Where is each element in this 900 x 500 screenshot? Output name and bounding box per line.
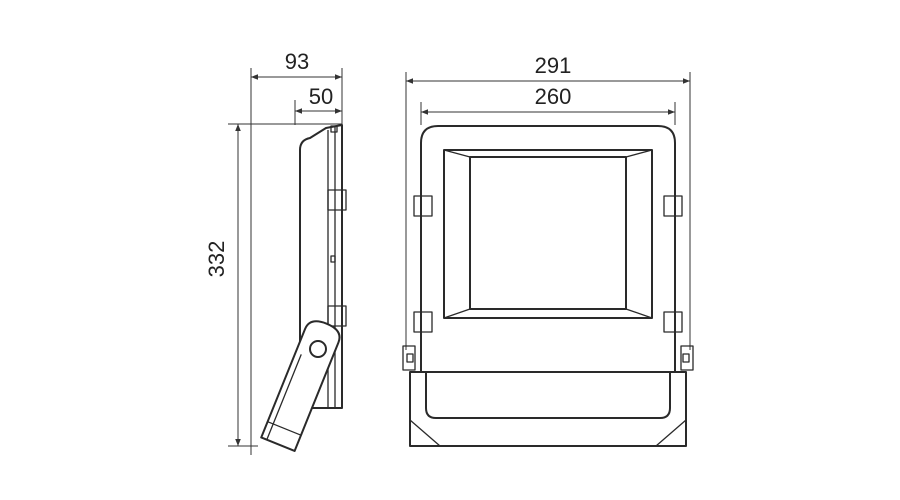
side-top-notch (330, 125, 338, 133)
side-clip-top (327, 189, 347, 211)
dim-label-mount-depth: 50 (309, 84, 333, 109)
dim-label-total-width: 291 (535, 53, 572, 78)
front-bracket-right-bevel (655, 419, 687, 447)
side-bracket-pivot (309, 340, 327, 358)
bezel-corner-bl (443, 308, 471, 319)
front-clip-right-bottom (663, 311, 683, 333)
dim-label-depth: 93 (285, 49, 309, 74)
bezel-corner-tr (625, 149, 653, 158)
front-bracket-left-bevel (409, 419, 441, 447)
front-clip-right-top (663, 195, 683, 217)
front-knob-right-inner (682, 353, 690, 363)
front-lens (469, 156, 627, 310)
front-knob-left-inner (406, 353, 414, 363)
dim-label-body-width: 260 (535, 84, 572, 109)
front-housing-lower (425, 371, 671, 419)
front-knob-right (680, 345, 694, 371)
front-knob-left (402, 345, 416, 371)
side-small-notch (330, 255, 336, 263)
side-clip-bottom (327, 305, 347, 327)
front-clip-left-top (413, 195, 433, 217)
bezel-corner-br (625, 308, 653, 319)
front-view: 291 260 (402, 53, 694, 447)
bezel-corner-tl (443, 149, 471, 158)
dim-label-height: 332 (204, 241, 229, 278)
front-clip-left-bottom (413, 311, 433, 333)
side-view: 93 50 332 (204, 49, 347, 455)
